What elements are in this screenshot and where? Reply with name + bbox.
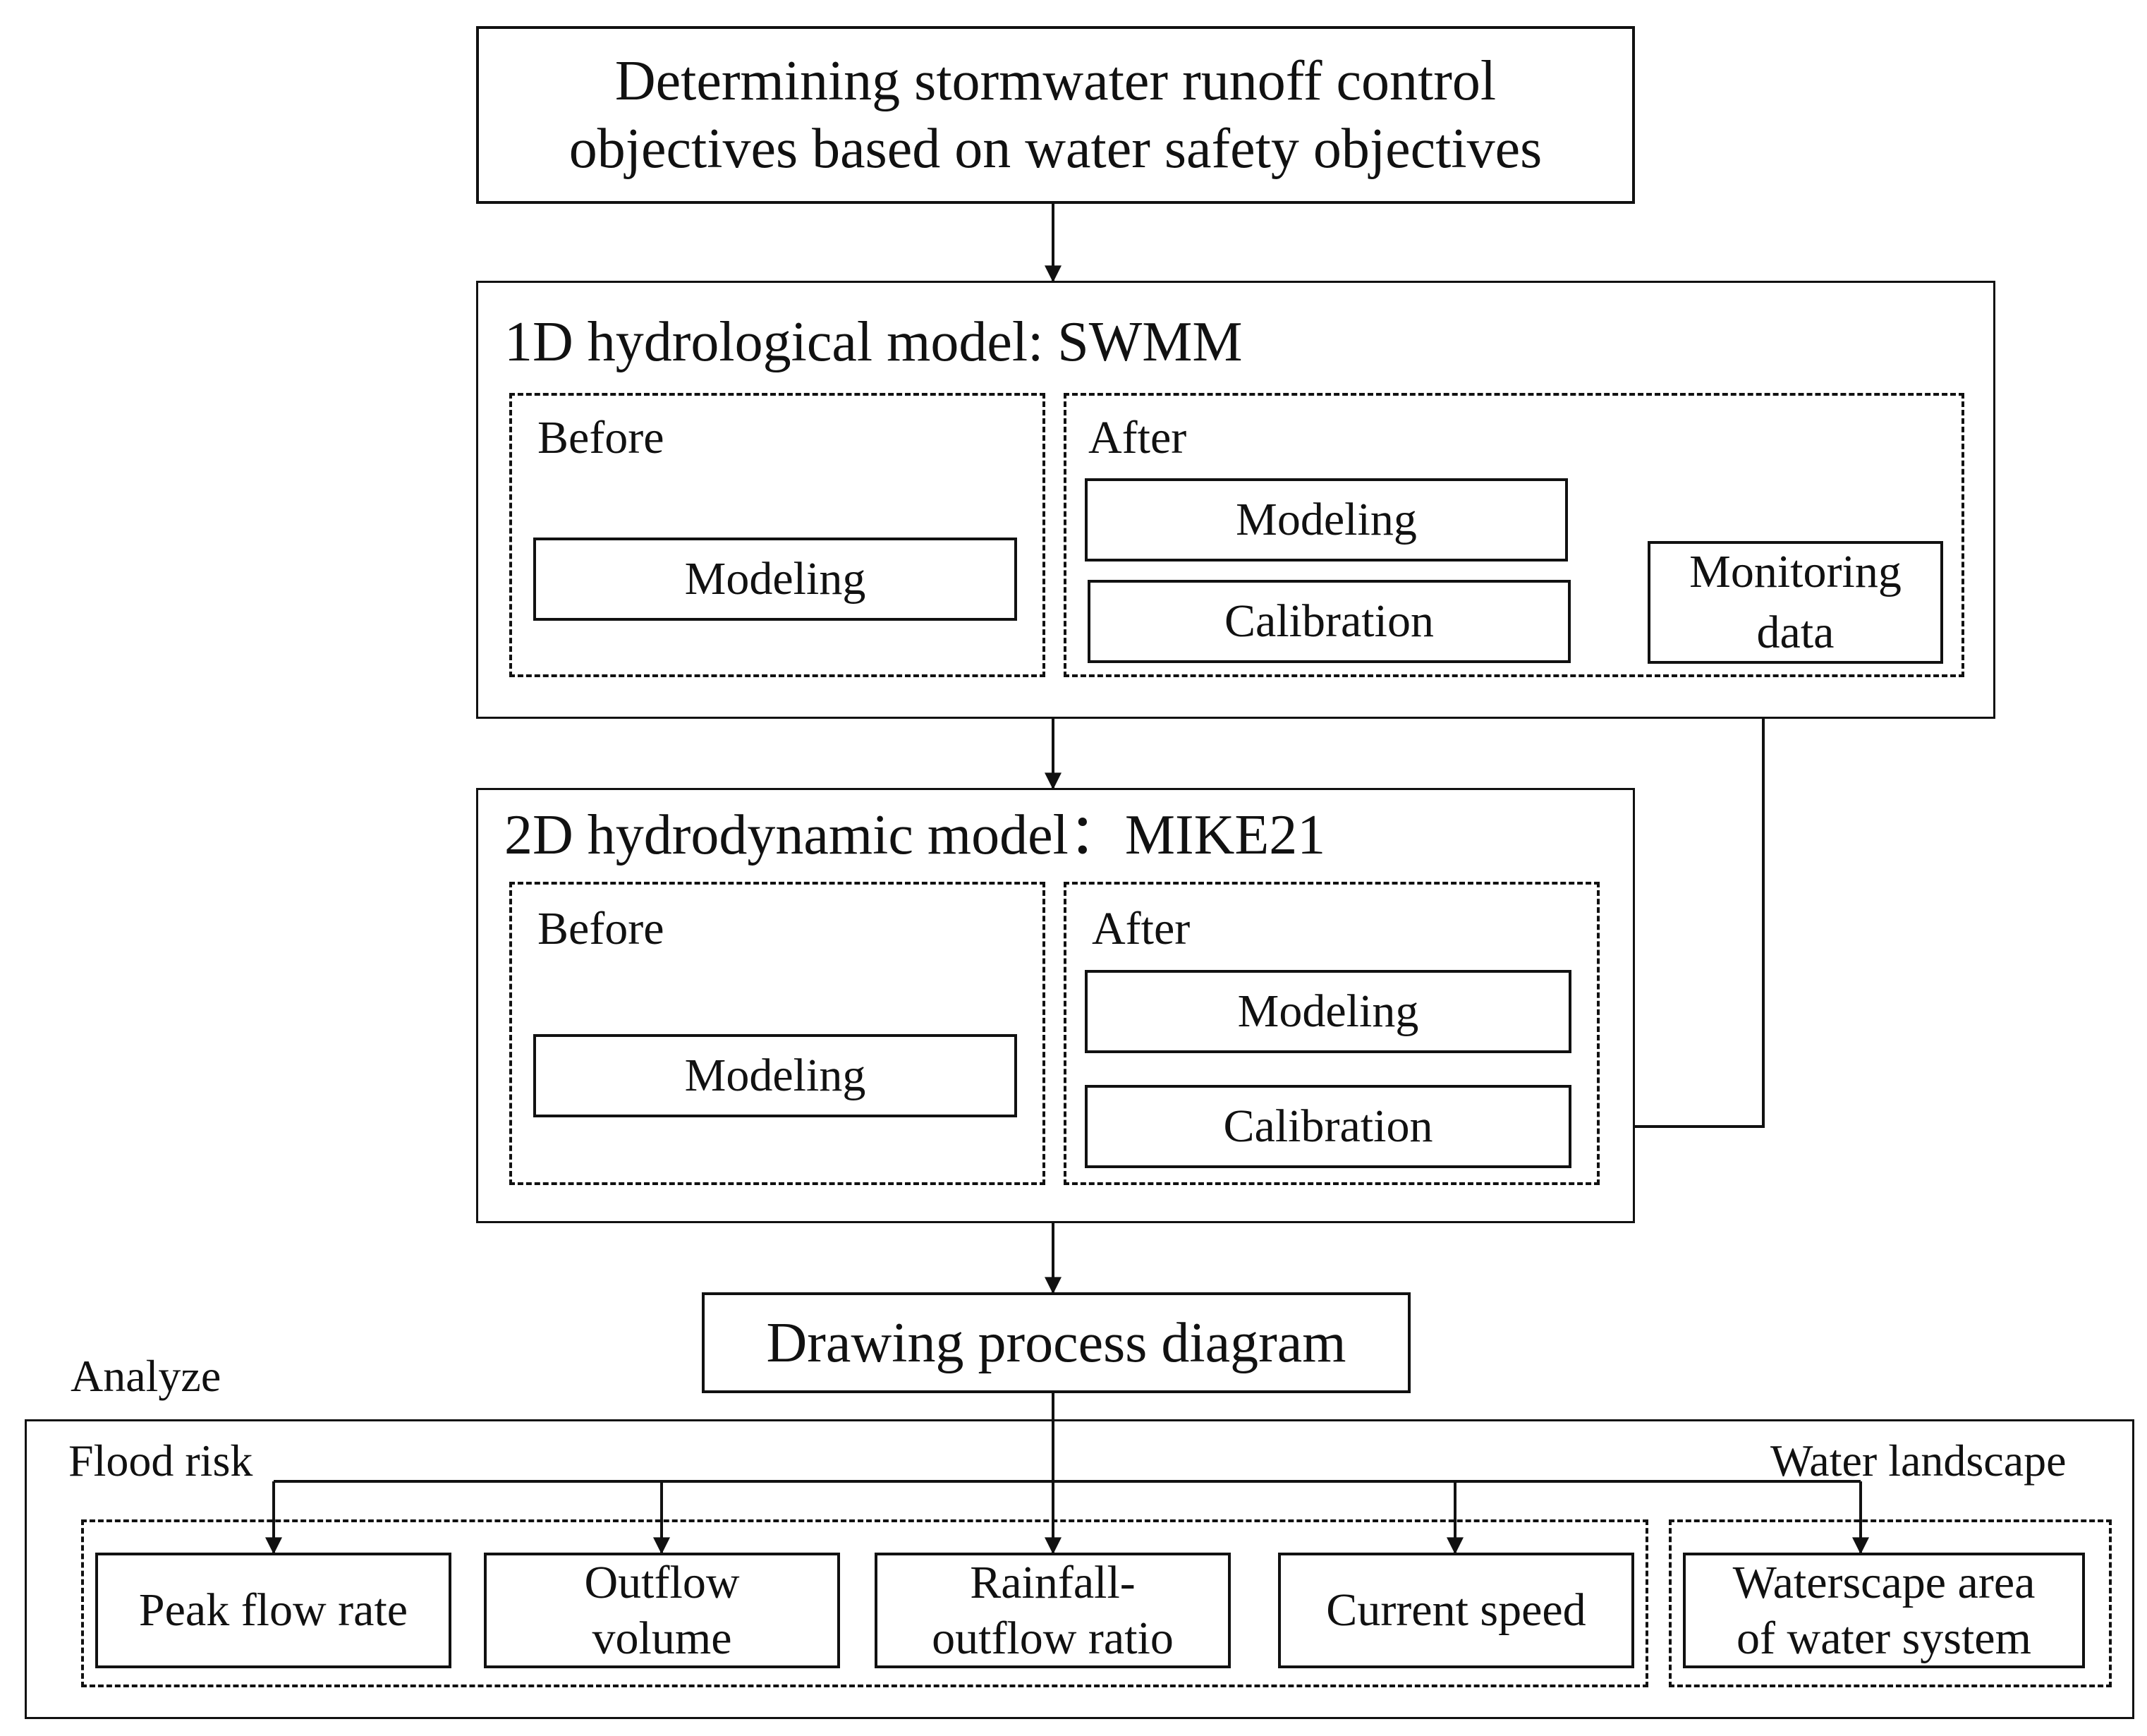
swmm-title: 1D hydrological model: SWMM	[504, 311, 1243, 373]
objectives-line-2: objectives based on water safety objecti…	[568, 118, 1543, 180]
waterscape-area-box: Waterscape area of water system	[1683, 1553, 2085, 1668]
analyze-section	[25, 1419, 2134, 1719]
rainfall-outflow-ratio-box: Rainfall- outflow ratio	[875, 1553, 1231, 1668]
swmm-before-label: Before	[537, 412, 664, 463]
mike-before-group	[509, 882, 1045, 1185]
monitoring-data-line-2: data	[1756, 607, 1835, 658]
swmm-before-modeling-box: Modeling	[533, 538, 1017, 621]
current-speed-line-1: Current speed	[1326, 1584, 1586, 1637]
swmm-after-group	[1064, 393, 1964, 677]
water-landscape-group	[1669, 1519, 2112, 1687]
swmm-before-group	[509, 393, 1045, 677]
rainfall-outflow-ratio-line-1: Rainfall-	[970, 1556, 1136, 1608]
waterscape-area-line-2: of water system	[1737, 1613, 2031, 1664]
outflow-volume-line-1: Outflow	[584, 1556, 740, 1608]
objectives-box: Determining stormwater runoff control ob…	[476, 26, 1635, 204]
water-landscape-label: Water landscape	[1770, 1435, 2067, 1486]
mike-calibration-box: Calibration	[1085, 1085, 1571, 1168]
mike-before-modeling-box: Modeling	[533, 1034, 1017, 1117]
peak-flow-rate-box: Peak flow rate	[95, 1553, 451, 1668]
swmm-after-label: After	[1088, 412, 1187, 463]
swmm-after-modeling-label: Modeling	[1236, 494, 1417, 546]
mike-before-modeling-label: Modeling	[684, 1050, 866, 1102]
swmm-after-modeling-box: Modeling	[1085, 478, 1568, 562]
outflow-volume-line-2: volume	[592, 1613, 732, 1664]
swmm-calibration-box: Calibration	[1088, 580, 1571, 663]
waterscape-area-line-1: Waterscape area	[1732, 1556, 2036, 1608]
rainfall-outflow-ratio-line-2: outflow ratio	[932, 1613, 1174, 1664]
analyze-title: Analyze	[71, 1351, 221, 1401]
mike-after-modeling-box: Modeling	[1085, 970, 1571, 1053]
peak-flow-rate-line-1: Peak flow rate	[138, 1584, 408, 1637]
flood-risk-group	[81, 1519, 1648, 1687]
drawing-process-label: Drawing process diagram	[766, 1311, 1346, 1374]
outflow-volume-box: Outflow volume	[484, 1553, 840, 1668]
flood-risk-label: Flood risk	[68, 1435, 253, 1486]
mike-before-label: Before	[537, 903, 664, 954]
monitoring-data-box: Monitoring data	[1648, 541, 1943, 664]
mike-calibration-label: Calibration	[1223, 1100, 1433, 1153]
current-speed-box: Current speed	[1278, 1553, 1634, 1668]
swmm-before-modeling-label: Modeling	[684, 553, 866, 605]
mike-after-label: After	[1092, 903, 1191, 954]
mike-after-modeling-label: Modeling	[1237, 985, 1419, 1038]
monitoring-data-line-1: Monitoring	[1689, 546, 1902, 598]
mike-title: 2D hydrodynamic model：MIKE21	[504, 804, 1326, 866]
mike-after-group	[1064, 882, 1600, 1185]
objectives-line-1: Determining stormwater runoff control	[614, 50, 1497, 112]
drawing-process-box: Drawing process diagram	[702, 1292, 1411, 1393]
swmm-calibration-label: Calibration	[1224, 595, 1434, 648]
